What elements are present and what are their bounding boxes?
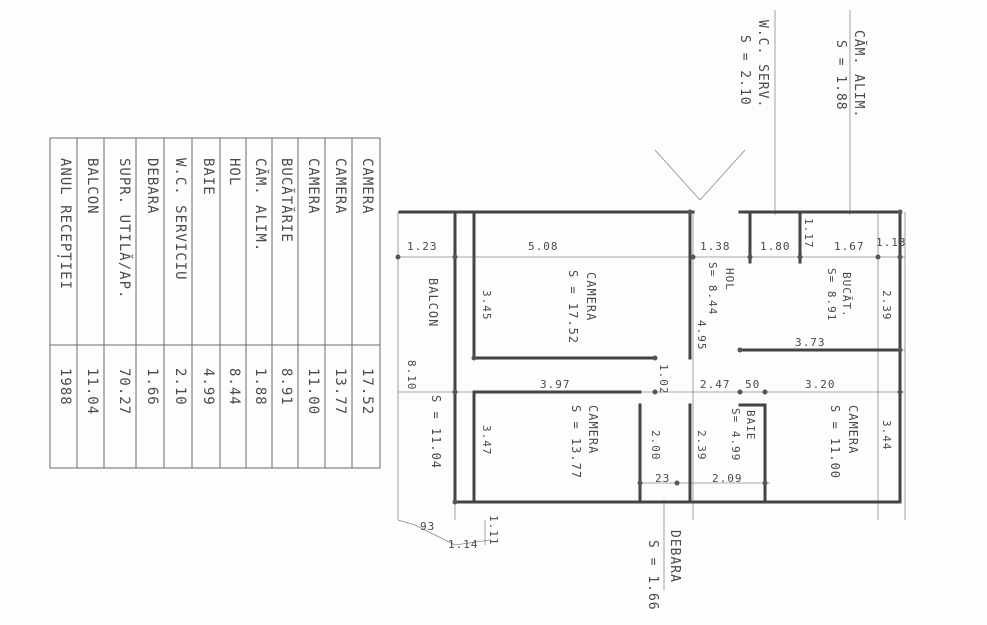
dim-1-23: 1.23 (407, 240, 438, 253)
room-baie-area: S= 4.99 (729, 408, 742, 462)
room-camera-3-area: S = 11.00 (828, 405, 842, 480)
callout-cam-alim-area: S = 1.88 (833, 40, 848, 111)
dim-2-00: 2.00 (649, 430, 662, 461)
dim-23: 23 (655, 472, 671, 485)
dim-2-09: 2.09 (712, 472, 743, 485)
dim-2-39b: 2.39 (695, 430, 708, 461)
dim-5-08: 5.08 (528, 240, 559, 253)
dim-1-13: 1.13 (876, 236, 907, 249)
room-bucat-name: BUCĂT. (840, 272, 853, 318)
room-camera-2-area: S = 13.77 (569, 405, 583, 480)
room-camera-3-name: CAMERA (846, 405, 860, 455)
dim-1-67: 1.67 (834, 240, 865, 253)
room-camera-1-area: S = 17.52 (566, 270, 580, 345)
dim-1-11: 1.11 (487, 515, 500, 546)
dim-93: 93 (420, 520, 436, 533)
room-camera-2-name: CAMERA (586, 405, 600, 455)
dim-8-10: 8.10 (405, 360, 418, 391)
callout-wc-name: W.C. SERV. (755, 20, 770, 109)
room-balcon-area: S = 11.04 (429, 395, 443, 470)
dim-3-97: 3.97 (540, 378, 571, 391)
dim-2-47: 2.47 (700, 378, 731, 391)
room-hol-name: HOL (723, 268, 736, 291)
dim-1-02: 1.02 (657, 364, 670, 395)
room-baie-name: BAIE (744, 410, 757, 441)
callout-debara-area: S = 1.66 (645, 540, 660, 611)
room-hol-area: S= 8.44 (706, 262, 719, 316)
dim-1-80: 1.80 (760, 240, 791, 253)
dim-1-17: 1.17 (802, 218, 815, 249)
dim-3-20: 3.20 (805, 378, 836, 391)
dim-3-44: 3.44 (880, 420, 893, 451)
dim-3-45: 3.45 (480, 290, 493, 321)
dim-1-38: 1.38 (700, 240, 731, 253)
dim-3-73: 3.73 (795, 336, 826, 349)
room-balcon-name: BALCON (426, 278, 440, 328)
dim-3-47: 3.47 (480, 425, 493, 456)
room-camera-1-name: CAMERA (584, 272, 598, 322)
callout-debara-name: DEBARA (667, 530, 682, 583)
room-bucat-area: S= 8.91 (825, 268, 838, 322)
dim-1-14: 1.14 (448, 538, 479, 551)
callout-cam-alim-name: CĂM. ALIM. (851, 30, 866, 119)
dim-50: 50 (745, 378, 761, 391)
dim-4-95: 4.95 (695, 320, 708, 351)
dim-2-39: 2.39 (880, 290, 893, 321)
callout-wc-area: S = 2.10 (737, 35, 752, 106)
